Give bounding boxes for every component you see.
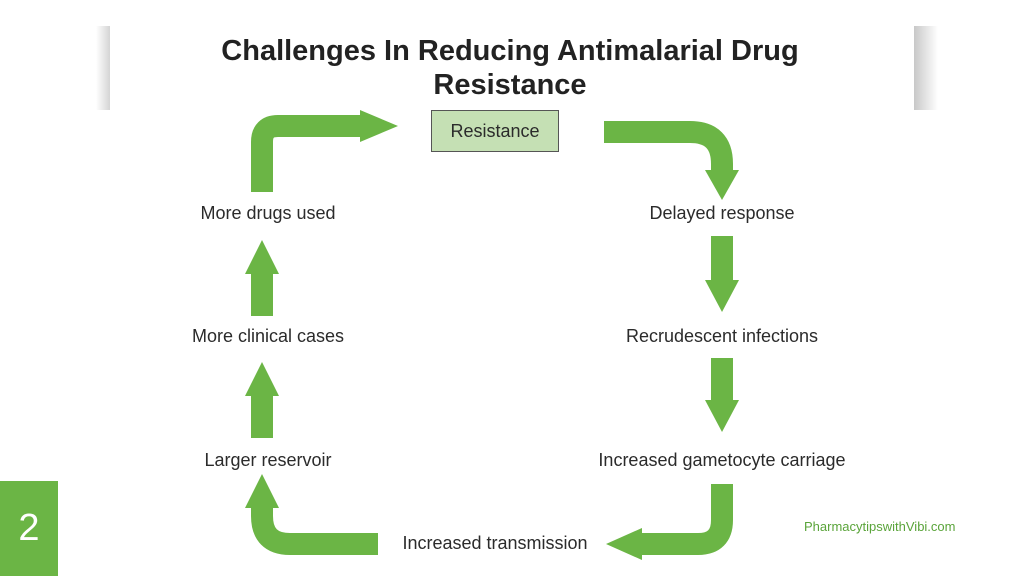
arrow-gametocyte-to-transmission	[640, 484, 733, 555]
decorative-left-bar	[96, 26, 110, 110]
arrow-transmission-to-reservoir	[251, 506, 378, 555]
arrowhead-down-3	[705, 400, 739, 432]
node-larger-reservoir: Larger reservoir	[204, 450, 332, 470]
arrow-to-resistance	[251, 115, 362, 192]
arrowhead-up-2	[245, 362, 279, 396]
slide-number-badge: 2	[0, 481, 58, 576]
decorative-right-bar	[914, 26, 938, 110]
node-increased-transmission: Increased transmission	[402, 533, 588, 553]
website-footer: PharmacytipswithVibi.com	[804, 519, 956, 534]
node-more-drugs-used: More drugs used	[200, 203, 336, 223]
arrowhead-left	[606, 528, 642, 560]
node-delayed-response: Delayed response	[649, 203, 795, 223]
arrowhead-down-1	[705, 170, 739, 200]
node-increased-gametocyte-carriage: Increased gametocyte carriage	[598, 450, 846, 470]
node-more-clinical-cases: More clinical cases	[191, 326, 345, 346]
resistance-box: Resistance	[431, 110, 559, 152]
arrowhead-right	[360, 110, 398, 142]
arrowhead-up-1	[245, 474, 279, 508]
arrowhead-down-2	[705, 280, 739, 312]
arrowhead-up-3	[245, 240, 279, 274]
node-recrudescent-infections: Recrudescent infections	[625, 326, 819, 346]
slide-title: Challenges In Reducing Antimalarial Drug…	[221, 35, 799, 101]
arrow-resistance-to-delayed	[604, 121, 733, 172]
